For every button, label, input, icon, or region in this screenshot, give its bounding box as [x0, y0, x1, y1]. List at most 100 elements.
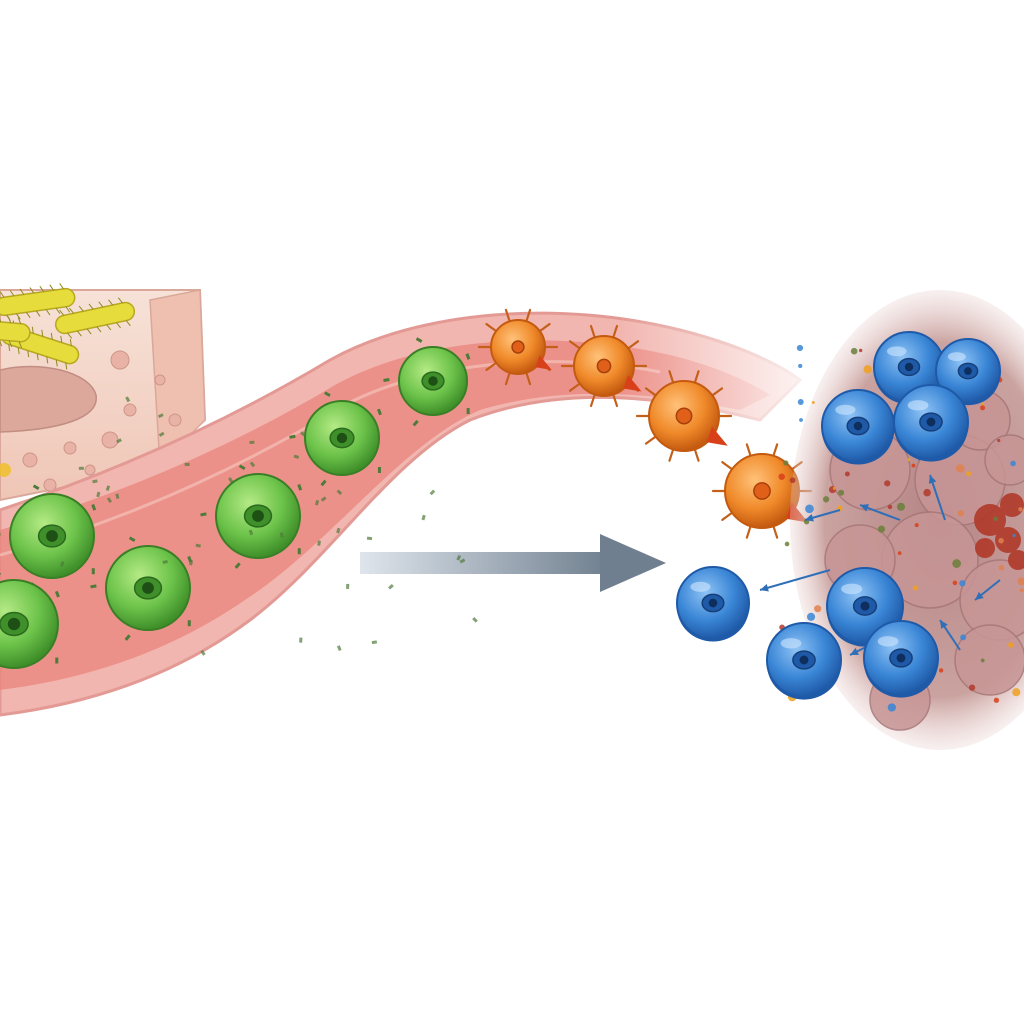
debris-particle — [1012, 533, 1016, 538]
debris-particle — [993, 516, 998, 522]
blue-cell-icon — [863, 620, 939, 698]
green-immune-cell-icon — [90, 536, 193, 641]
debris-particle — [998, 537, 1004, 544]
debris-particle — [459, 558, 466, 564]
debris-particle — [456, 554, 462, 561]
debris-particle — [249, 461, 256, 468]
debris-particle — [157, 413, 164, 419]
blue-cell-icon — [766, 622, 842, 700]
small-arrow-icon — [759, 569, 831, 592]
debris-particle — [914, 523, 919, 528]
debris-particle — [1017, 577, 1024, 586]
debris-particle — [92, 479, 98, 484]
debris-particle — [811, 401, 815, 405]
debris-particle — [336, 527, 341, 534]
debris-particle — [993, 697, 1000, 703]
activated-spiky-cell-icon — [477, 308, 559, 386]
small-arrow-icon — [859, 504, 901, 521]
debris-particle — [346, 583, 350, 589]
blue-cell-icon — [676, 566, 750, 642]
debris-particle — [78, 466, 84, 470]
blue-cells-group — [676, 331, 1001, 700]
debris-particle — [911, 463, 916, 468]
debris-particle — [314, 499, 320, 506]
debris-particle — [952, 559, 962, 568]
green-immune-cell-icon — [0, 484, 97, 589]
debris-particle — [228, 477, 234, 483]
small-arrow-icon — [939, 619, 961, 651]
debris-particle — [863, 365, 872, 374]
debris-particle — [897, 551, 902, 555]
debris-particle — [858, 348, 863, 353]
tumor-red-cluster — [974, 493, 1024, 570]
debris-particle — [421, 514, 426, 521]
debris-particle — [1008, 642, 1014, 648]
debris-particle — [850, 347, 858, 355]
debris-particle — [797, 399, 804, 405]
activated-spiky-cell-icon — [635, 370, 733, 462]
activated-spiky-cell-icon — [560, 324, 648, 408]
debris-particle — [997, 438, 1001, 443]
debris-particle — [957, 510, 965, 517]
green-cells-group — [0, 337, 471, 669]
rod-bacterium-icon — [54, 297, 136, 339]
debris-particle — [896, 502, 905, 511]
debris-particle — [320, 496, 327, 502]
debris-particle — [299, 637, 303, 643]
debris-particle — [125, 396, 131, 403]
debris-particle — [300, 431, 306, 437]
debris-particle — [472, 617, 478, 623]
microbes-group — [0, 283, 136, 370]
green-immune-cell-icon — [289, 391, 382, 487]
debris-particle — [1012, 688, 1021, 697]
green-immune-cell-icon — [0, 570, 60, 669]
tumor-lump — [954, 624, 1024, 696]
debris-particle — [938, 668, 944, 673]
debris-particle — [980, 658, 985, 663]
debris-particle — [980, 405, 986, 411]
right-arrow-icon — [360, 534, 666, 592]
debris-particle — [248, 529, 254, 536]
debris-particle — [877, 525, 886, 533]
blue-cell-icon — [893, 384, 969, 462]
rod-bacterium-icon — [0, 283, 76, 321]
debris-particle — [966, 471, 972, 477]
debris-particle — [105, 485, 111, 492]
small-arrow-icon — [804, 509, 841, 522]
debris-particle — [336, 489, 343, 496]
debris-particle — [799, 418, 803, 422]
small-arrow-icon — [928, 474, 946, 521]
debris-particle — [55, 526, 61, 531]
tissue-cavity — [0, 365, 97, 433]
debris-particle — [907, 458, 911, 462]
debris-particle — [371, 640, 378, 645]
debris-particle — [184, 462, 190, 467]
debris-particle — [778, 473, 785, 480]
debris-particle — [293, 454, 300, 459]
blue-cell-icon — [935, 338, 1001, 406]
debris-particle — [784, 541, 790, 547]
green-immune-cell-icon — [383, 337, 471, 427]
debris-particle — [798, 363, 803, 369]
debris-particle — [959, 580, 966, 587]
debris-particle — [429, 489, 436, 496]
debris-particle — [116, 438, 122, 444]
debris-particle — [981, 402, 985, 406]
debris-particle — [60, 561, 65, 567]
debris-particle — [162, 559, 168, 564]
debris-particle — [1018, 507, 1023, 512]
debris-particle — [832, 486, 837, 490]
debris-particle — [366, 536, 373, 541]
debris-particle — [279, 532, 284, 538]
debris-particle — [887, 703, 897, 712]
rod-bacterium-icon — [0, 315, 31, 349]
debris-particle — [200, 649, 206, 656]
orange-cells-group — [477, 308, 813, 539]
debris-particle — [955, 464, 965, 473]
debris-particle — [838, 489, 845, 496]
debris-particle — [998, 565, 1005, 571]
tumor-lump — [984, 434, 1024, 486]
debris-particle — [106, 497, 113, 504]
